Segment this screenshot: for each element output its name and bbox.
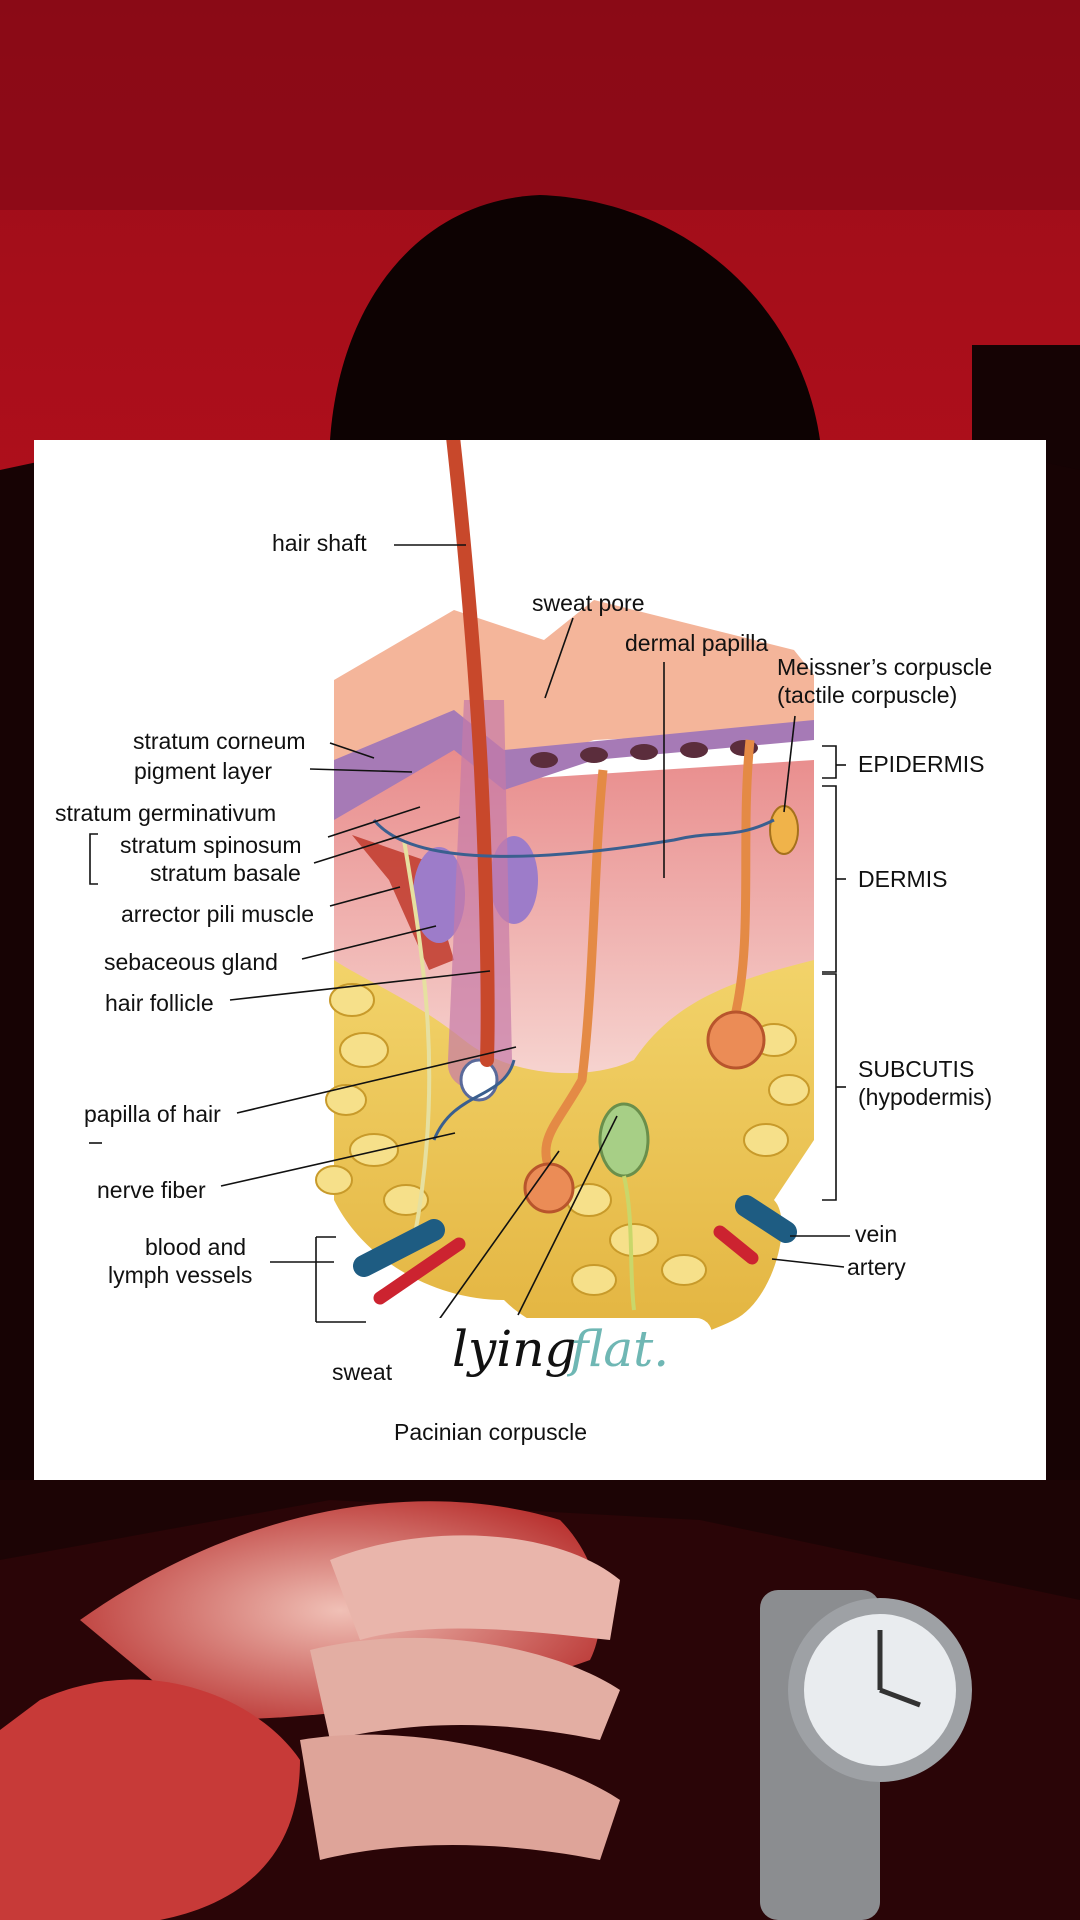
label-sebaceous-gland: sebaceous gland: [104, 949, 278, 975]
label-hair-shaft: hair shaft: [272, 530, 367, 556]
label-stratum-germinativum: stratum germinativum: [55, 800, 277, 826]
label-pigment-layer: pigment layer: [134, 758, 273, 784]
label-epidermis: EPIDERMIS: [858, 751, 985, 777]
label-sweat-pore: sweat pore: [532, 590, 645, 616]
label-hair-follicle: hair follicle: [105, 990, 214, 1016]
hair-shaft: [446, 440, 495, 1067]
skin-cross-section-illustration: [89, 440, 850, 1394]
pacinian-corpuscle: [598, 1102, 650, 1178]
blood-vessels-left: [353, 1219, 466, 1305]
clasped-hands: [0, 1501, 620, 1920]
label-subcutis: SUBCUTIS: [858, 1056, 975, 1082]
label-stratum-corneum: stratum corneum: [133, 728, 306, 754]
label-pacinian-corpuscle: Pacinian corpuscle: [394, 1419, 588, 1445]
basal-layer: [334, 710, 814, 820]
label-dermis: DERMIS: [858, 866, 948, 892]
sweat-duct: [541, 769, 608, 1183]
meissner-corpuscle: [769, 805, 799, 855]
nerve-fiber-path: [402, 839, 432, 1241]
label-dermal-papilla: dermal papilla: [625, 630, 769, 656]
leader-lines: [89, 544, 850, 1394]
epidermis-layer: [334, 600, 814, 800]
label-sweat: sweat: [332, 1359, 393, 1385]
label-arrector-pili-muscle: arrector pili muscle: [121, 901, 314, 927]
blood-vessels-right: [713, 1195, 797, 1265]
label-subcutis-sub: (hypodermis): [858, 1084, 993, 1110]
label-meissner-corpuscle-sub: (tactile corpuscle): [777, 682, 958, 708]
label-nerve-fiber: nerve fiber: [97, 1177, 206, 1203]
label-papilla-of-hair: papilla of hair: [84, 1101, 221, 1127]
label-vein: vein: [855, 1221, 898, 1247]
label-blood-lymph-vessels-sub: lymph vessels: [108, 1262, 253, 1288]
label-blood-lymph-vessels: blood and: [145, 1234, 247, 1260]
wristwatch: [760, 1590, 972, 1920]
sticker-word-lying: lying: [452, 1320, 577, 1378]
caption-sticker: lying flat.: [422, 1318, 712, 1400]
label-stratum-spinosum: stratum spinosum: [120, 832, 302, 858]
label-meissner-corpuscle: Meissner’s corpuscle: [777, 654, 993, 680]
label-artery: artery: [847, 1254, 906, 1280]
sticker-word-flat: flat.: [570, 1320, 670, 1378]
skin-diagram-card: hair shaft sweat pore dermal papilla Mei…: [34, 440, 1046, 1480]
label-stratum-basale: stratum basale: [150, 860, 301, 886]
sebaceous-gland: [413, 847, 465, 943]
